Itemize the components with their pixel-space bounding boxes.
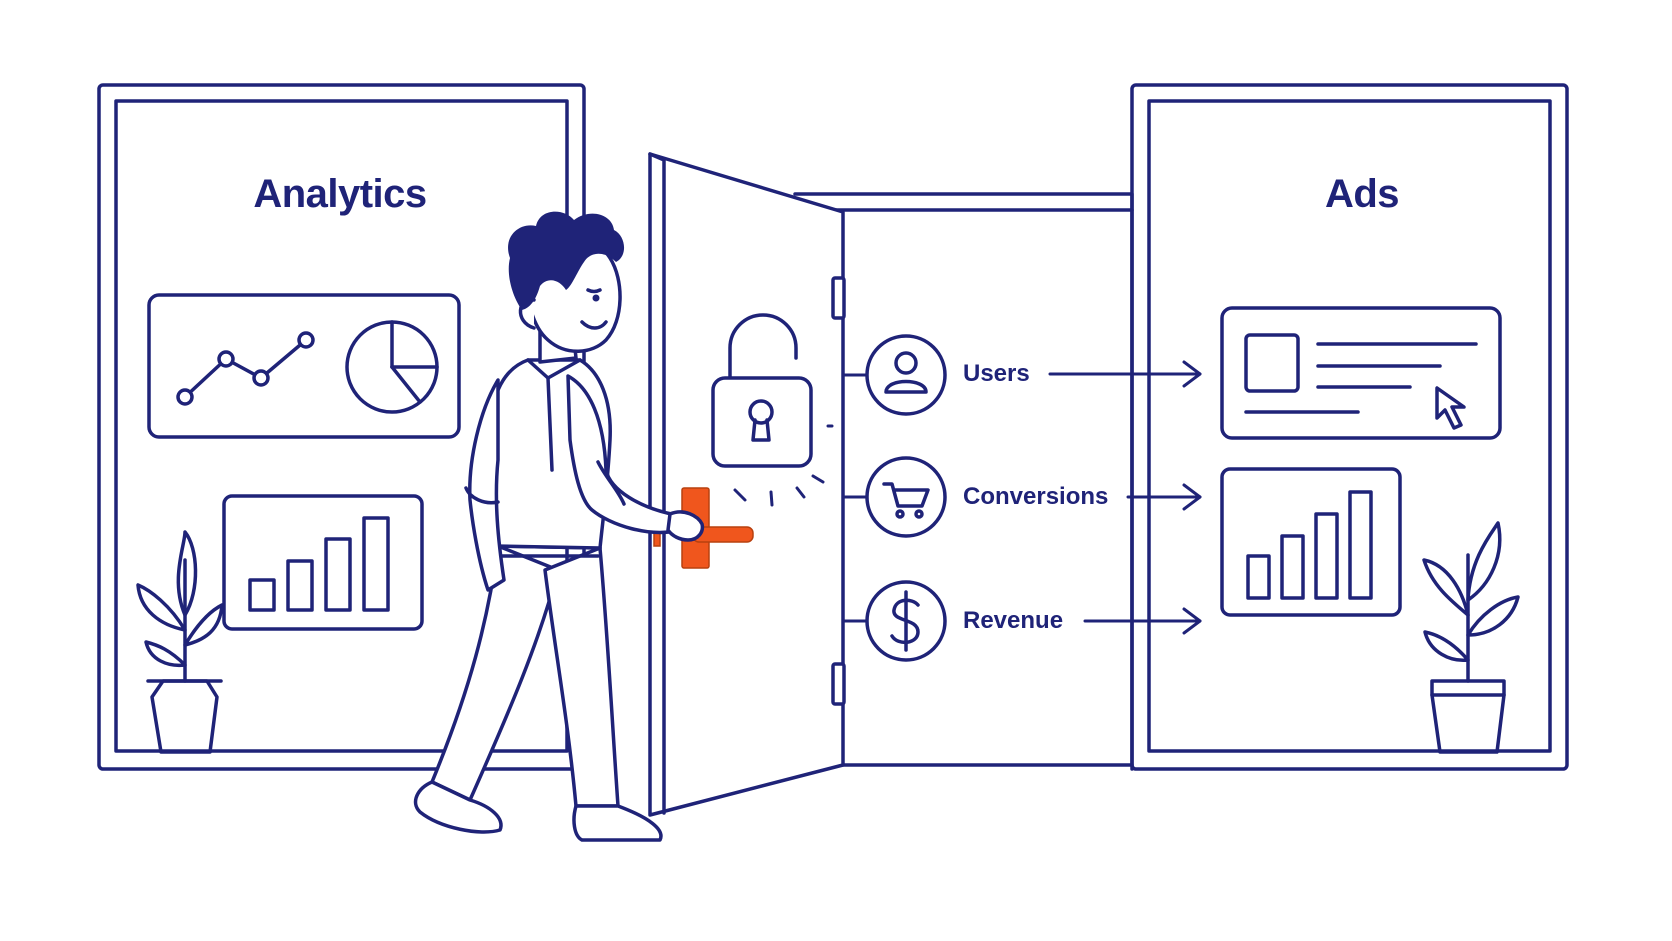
connection-conversions — [841, 456, 1202, 538]
connection-revenue — [841, 580, 1202, 662]
user-icon — [865, 334, 947, 416]
cursor-icon — [1435, 386, 1466, 430]
ad-card — [1220, 306, 1502, 440]
label-conversions: Conversions — [963, 483, 1109, 510]
data-point-icon — [176, 388, 194, 406]
data-point-icon — [217, 350, 235, 368]
unlocked-padlock-icon — [711, 313, 813, 468]
person — [413, 211, 705, 842]
ad-image-icon — [1244, 333, 1300, 393]
door-hinge-icon — [831, 276, 846, 320]
door — [648, 152, 846, 817]
label-users: Users — [963, 360, 1030, 387]
data-point-icon — [297, 331, 315, 349]
cart-icon — [865, 456, 947, 538]
ads-title: Ads — [1324, 172, 1400, 216]
label-revenue: Revenue — [963, 607, 1064, 634]
pie-chart-icon — [345, 320, 439, 414]
door-hinge-icon — [831, 662, 846, 706]
plant-right-icon — [1422, 521, 1520, 754]
lock-sparkle-lines — [733, 474, 825, 507]
analytics-title: Analytics — [253, 172, 427, 216]
data-point-icon — [252, 369, 270, 387]
ads-bar-card — [1220, 467, 1402, 617]
connection-users — [841, 334, 1202, 416]
bar-chart-icon — [1246, 490, 1373, 600]
analytics-chart-card — [147, 293, 461, 439]
bar-chart-icon — [248, 516, 390, 612]
ads-panel — [1130, 83, 1569, 771]
analytics-bar-card — [222, 494, 424, 631]
plant-left-icon — [136, 530, 224, 754]
